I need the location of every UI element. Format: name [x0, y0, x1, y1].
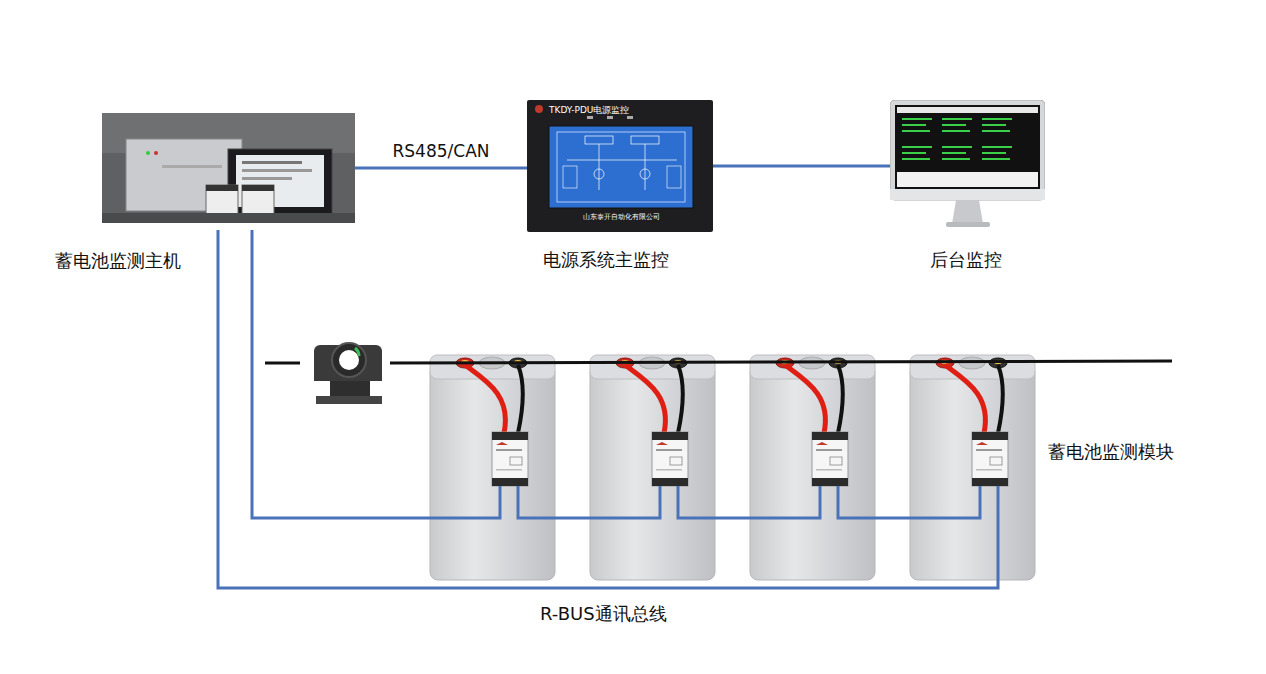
illustration-part — [252, 230, 500, 518]
illustration-part — [667, 166, 681, 188]
illustration-part — [942, 152, 966, 154]
power-system-monitor: TKDY-PDU电源监控山东泰开自动化有限公司电源系统主监控 — [527, 100, 713, 232]
illustration-part — [242, 185, 274, 191]
edge-label: RS485/CAN — [393, 141, 490, 161]
backend-monitor: 后台监控 — [890, 100, 1045, 230]
illustration-part — [549, 126, 693, 208]
battery-monitor-host: 蓄电池监测主机 — [102, 113, 355, 223]
device-picture — [102, 113, 355, 223]
illustration-part — [242, 161, 302, 164]
illustration-part — [590, 355, 715, 580]
illustration-part — [430, 355, 555, 580]
illustration-part — [942, 130, 970, 132]
illustration-part — [557, 132, 685, 202]
illustration-part — [897, 107, 1038, 113]
illustration-part — [102, 213, 355, 223]
illustration-part — [902, 130, 930, 132]
illustration-part — [314, 343, 382, 404]
illustration-part — [890, 100, 1045, 200]
illustration-part — [102, 113, 355, 223]
illustration-part — [218, 230, 998, 588]
device-label: 后台监控 — [930, 248, 1002, 272]
illustration-part — [902, 118, 1012, 160]
illustration-part — [952, 200, 983, 224]
illustration-part — [982, 158, 1010, 160]
illustration-part — [902, 152, 926, 154]
illustration-part — [645, 144, 646, 190]
illustration-part — [339, 350, 359, 370]
illustration-part — [895, 105, 1040, 189]
device-label: 电源系统主监控 — [543, 248, 669, 272]
illustration-part — [982, 152, 1006, 154]
illustration-part — [942, 146, 972, 148]
illustration-part — [206, 185, 238, 191]
illustration-part — [902, 158, 930, 160]
illustration-part — [567, 160, 677, 161]
illustration-part — [640, 169, 650, 179]
illustration-part — [162, 165, 222, 168]
illustration-part — [355, 348, 359, 356]
illustration-part — [982, 118, 1012, 120]
illustration-part — [982, 130, 1010, 132]
illustration-part — [518, 486, 660, 518]
illustration-part — [890, 189, 1045, 200]
illustration-part — [942, 118, 972, 120]
illustration-part — [902, 124, 926, 126]
illustration-part — [942, 124, 966, 126]
illustration-part — [594, 169, 604, 179]
illustration-part — [599, 144, 600, 190]
connector-path — [355, 167, 527, 170]
illustration-part — [631, 136, 659, 144]
illustration-part — [587, 116, 593, 119]
device-label: 蓄电池监测主机 — [55, 249, 181, 273]
bus-label: R-BUS通讯总线 — [540, 602, 667, 626]
illustration-part — [902, 118, 932, 120]
connector-line — [355, 168, 527, 169]
illustration-part — [982, 124, 1006, 126]
illustration-part — [535, 105, 543, 113]
device-model-text: TKDY-PDU电源监控 — [549, 104, 629, 117]
illustration-part — [146, 151, 150, 155]
illustration-part — [242, 177, 292, 180]
illustration-part — [946, 222, 990, 227]
illustration-part — [902, 146, 932, 148]
illustration-part — [750, 355, 875, 580]
illustration-part — [982, 146, 1012, 148]
illustration-part — [585, 136, 613, 144]
illustration-part — [242, 169, 312, 172]
illustration-part — [910, 355, 1035, 580]
device-picture — [890, 100, 1045, 230]
connector-path — [713, 165, 890, 168]
connector-line — [713, 166, 890, 167]
illustration-part — [527, 100, 713, 232]
illustration-part — [897, 172, 1038, 187]
module-label: 蓄电池监测模块 — [1048, 440, 1174, 464]
illustration-part — [390, 361, 1172, 363]
illustration-part — [942, 158, 970, 160]
manufacturer-text: 山东泰开自动化有限公司 — [583, 212, 660, 222]
illustration-part — [607, 116, 613, 119]
illustration-part — [838, 486, 980, 518]
illustration-part — [563, 166, 577, 188]
illustration-part — [154, 151, 158, 155]
illustration-part — [218, 230, 998, 588]
device-picture — [527, 100, 713, 232]
illustration-part — [332, 343, 366, 377]
illustration-part — [265, 362, 300, 365]
illustration-part — [627, 116, 633, 119]
illustration-part — [316, 396, 382, 404]
illustration-part — [678, 486, 820, 518]
